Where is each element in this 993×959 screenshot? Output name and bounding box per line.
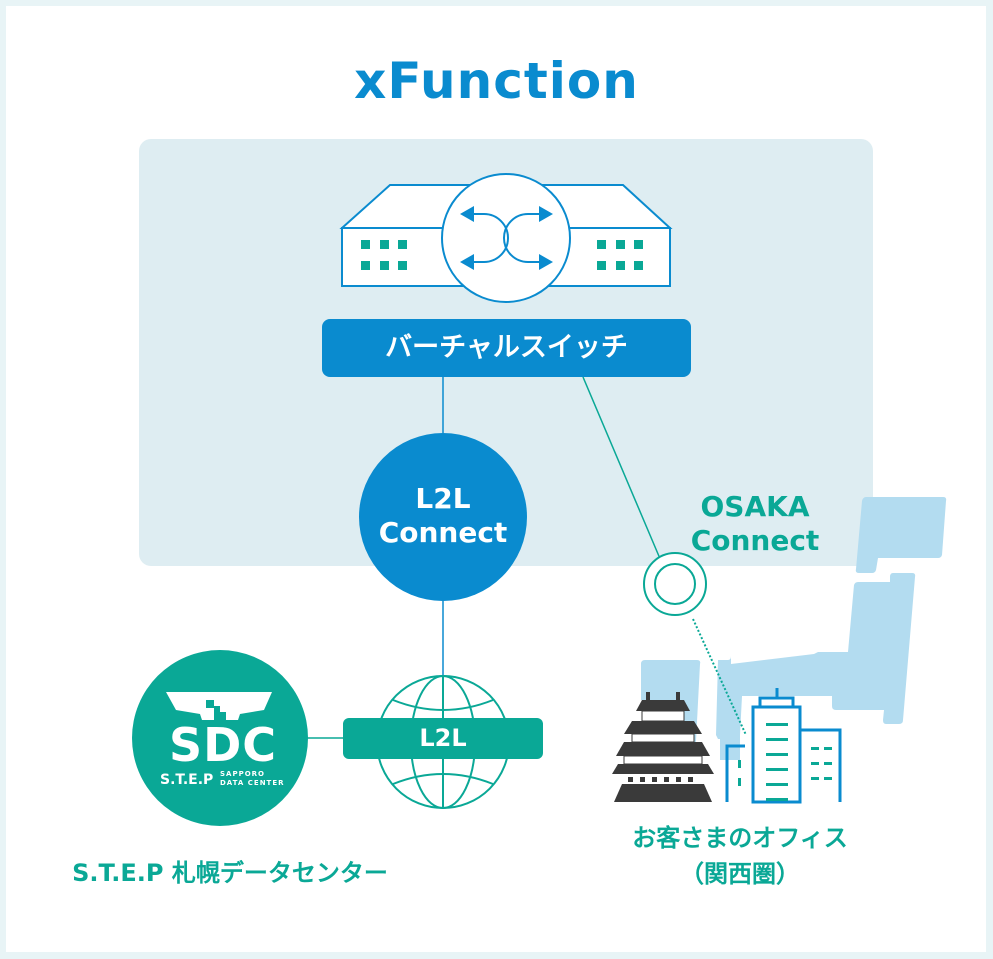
sdc-caption: S.T.E.P 札幌データセンター bbox=[72, 859, 388, 887]
osaka-connect-line2: Connect bbox=[690, 524, 820, 557]
sdc-logo-sapporo-line1: SAPPORO bbox=[220, 770, 266, 778]
office-windows bbox=[738, 723, 832, 801]
osaka-connect-line1: OSAKA bbox=[700, 490, 810, 523]
office-caption-line1: お客さまのオフィス bbox=[632, 824, 848, 852]
diagram-title: xFunction bbox=[354, 52, 639, 110]
network-switch-icon bbox=[339, 173, 673, 303]
castle-icon bbox=[612, 692, 714, 802]
l2l-connect-label: L2L Connect bbox=[359, 482, 527, 550]
sdc-logo-text: SDC bbox=[168, 718, 278, 772]
l2l-connect-line1: L2L bbox=[415, 482, 471, 515]
osaka-to-office-dotted-line bbox=[692, 618, 747, 736]
l2l-connect-node bbox=[359, 433, 527, 601]
virtual-switch-label: バーチャルスイッチ bbox=[322, 319, 691, 377]
sdc-logo-sapporo: SAPPORO DATA CENTER bbox=[220, 770, 285, 788]
osaka-connect-node bbox=[643, 552, 707, 616]
sdc-logo-sapporo-line2: DATA CENTER bbox=[220, 779, 285, 787]
switch-to-osaka-line bbox=[582, 376, 662, 562]
office-caption-line2: （関西圏） bbox=[680, 860, 800, 888]
sdc-logo bbox=[132, 650, 308, 826]
sdc-logo-step: S.T.E.P bbox=[160, 772, 214, 788]
osaka-connect-label: OSAKA Connect bbox=[680, 490, 830, 558]
office-caption: お客さまのオフィス （関西圏） bbox=[590, 820, 890, 892]
l2l-label: L2L bbox=[343, 718, 543, 759]
l2l-connect-line2: Connect bbox=[378, 516, 508, 549]
